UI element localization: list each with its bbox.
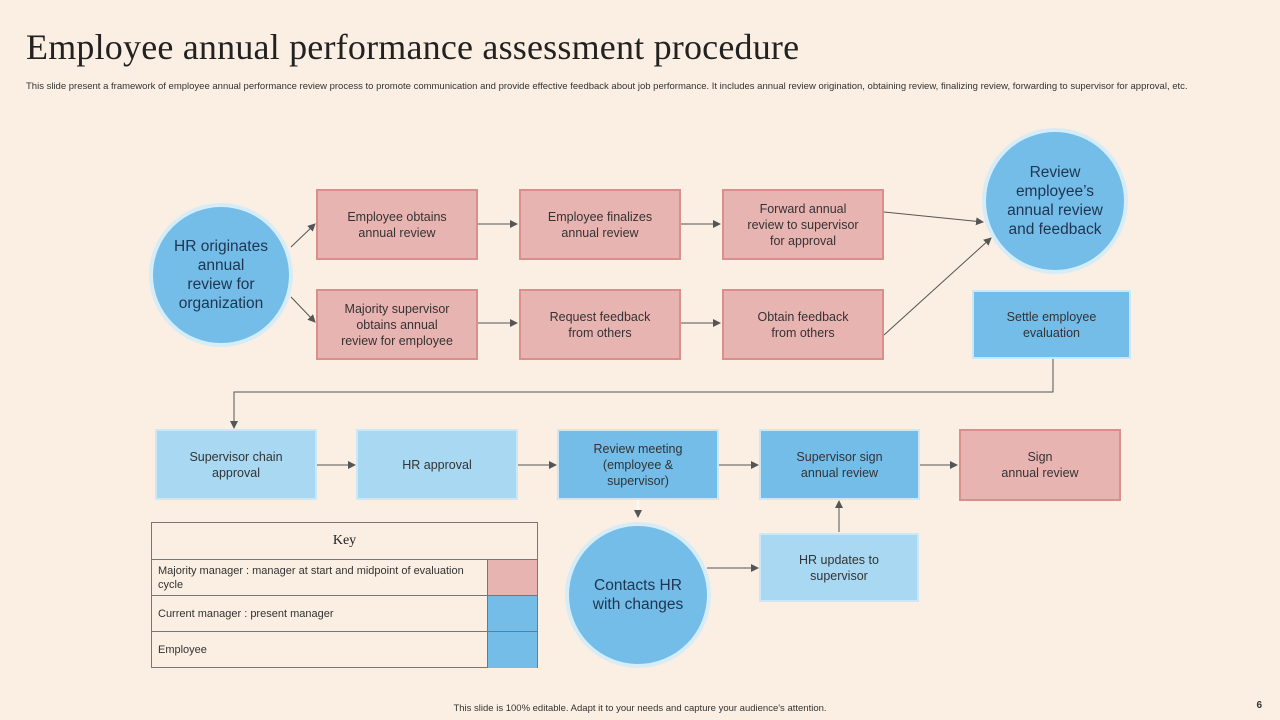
key-row-current-manager: Current manager : present manager [152,596,537,632]
node-hr-originates: HR originates annual review for organiza… [149,203,293,347]
node-hr-approval-label: HR approval [402,457,472,472]
node-obtain-feedback: Obtain feedback from others [722,289,884,360]
node-obtain-feedback-label: Obtain feedback from others [757,309,849,340]
arrow-obtain-to-review [883,237,992,336]
node-employee-finalizes: Employee finalizes annual review [519,189,681,260]
node-hr-updates-label: HR updates to supervisor [799,552,879,583]
arrow-forward-to-review [883,211,984,226]
node-review-meeting: Review meeting (employee & supervisor) [557,429,719,500]
key-row-employee: Employee [152,632,537,668]
arrow-hr-to-majority-supervisor [290,296,316,323]
node-settle-evaluation-label: Settle employee evaluation [1006,309,1097,340]
footer-note: This slide is 100% editable. Adapt it to… [453,703,827,714]
node-contacts-hr-label: Contacts HR with changes [592,577,684,613]
node-sign-annual: Sign annual review [959,429,1121,501]
key-table: Key Majority manager : manager at start … [151,522,538,668]
node-employee-obtains: Employee obtains annual review [316,189,478,260]
page-number: 6 [1256,700,1262,711]
node-employee-finalizes-label: Employee finalizes annual review [547,209,653,240]
node-contacts-hr: Contacts HR with changes [565,522,711,668]
node-settle-evaluation: Settle employee evaluation [972,290,1131,359]
key-swatch-blue [487,596,537,631]
key-row-text: Employee [158,644,207,656]
node-employee-obtains-label: Employee obtains annual review [347,209,447,240]
page-subtitle: This slide present a framework of employ… [26,81,1188,92]
node-supervisor-chain-label: Supervisor chain approval [189,449,283,480]
node-hr-approval: HR approval [356,429,518,500]
node-hr-updates: HR updates to supervisor [759,533,919,602]
key-swatch-blue [487,632,537,668]
node-review-employee-label: Review employee’s annual review and feed… [1007,164,1103,238]
key-title: Key [152,523,537,560]
node-majority-supervisor: Majority supervisor obtains annual revie… [316,289,478,360]
arrow-settle-to-supervisor-chain [230,359,1054,429]
key-row-majority-manager: Majority manager : manager at start and … [152,560,537,596]
key-row-text: Current manager : present manager [158,607,334,620]
node-forward-annual-label: Forward annual review to supervisor for … [747,201,859,248]
node-supervisor-sign-label: Supervisor sign annual review [796,449,883,480]
node-supervisor-sign: Supervisor sign annual review [759,429,920,500]
node-review-employee: Review employee’s annual review and feed… [982,128,1128,274]
node-hr-originates-label: HR originates annual review for organiza… [174,238,268,312]
node-request-feedback: Request feedback from others [519,289,681,360]
node-forward-annual: Forward annual review to supervisor for … [722,189,884,260]
arrow-hr-to-employee-obtains [290,223,316,248]
node-review-meeting-label: Review meeting (employee & supervisor) [593,441,683,488]
node-request-feedback-label: Request feedback from others [549,309,651,340]
key-row-text: Majority manager : manager at start and … [158,564,464,591]
key-swatch-pink [487,560,537,595]
page-title: Employee annual performance assessment p… [26,27,800,67]
node-sign-annual-label: Sign annual review [1001,450,1079,480]
node-supervisor-chain: Supervisor chain approval [155,429,317,500]
node-majority-supervisor-label: Majority supervisor obtains annual revie… [341,301,453,348]
